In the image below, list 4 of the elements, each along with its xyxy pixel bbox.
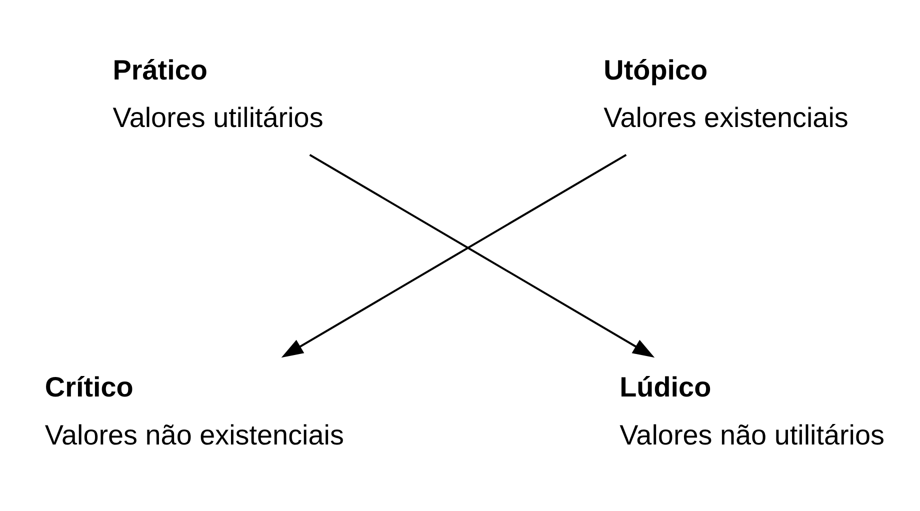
node-text: Prático Valores utilitários: [112, 54, 324, 134]
node-text: Utópico Valores existenciais: [604, 54, 848, 134]
node-text: Lúdico Valores não utilitários: [620, 372, 885, 450]
node-text: Crítico Valores não existenciais: [44, 372, 344, 450]
